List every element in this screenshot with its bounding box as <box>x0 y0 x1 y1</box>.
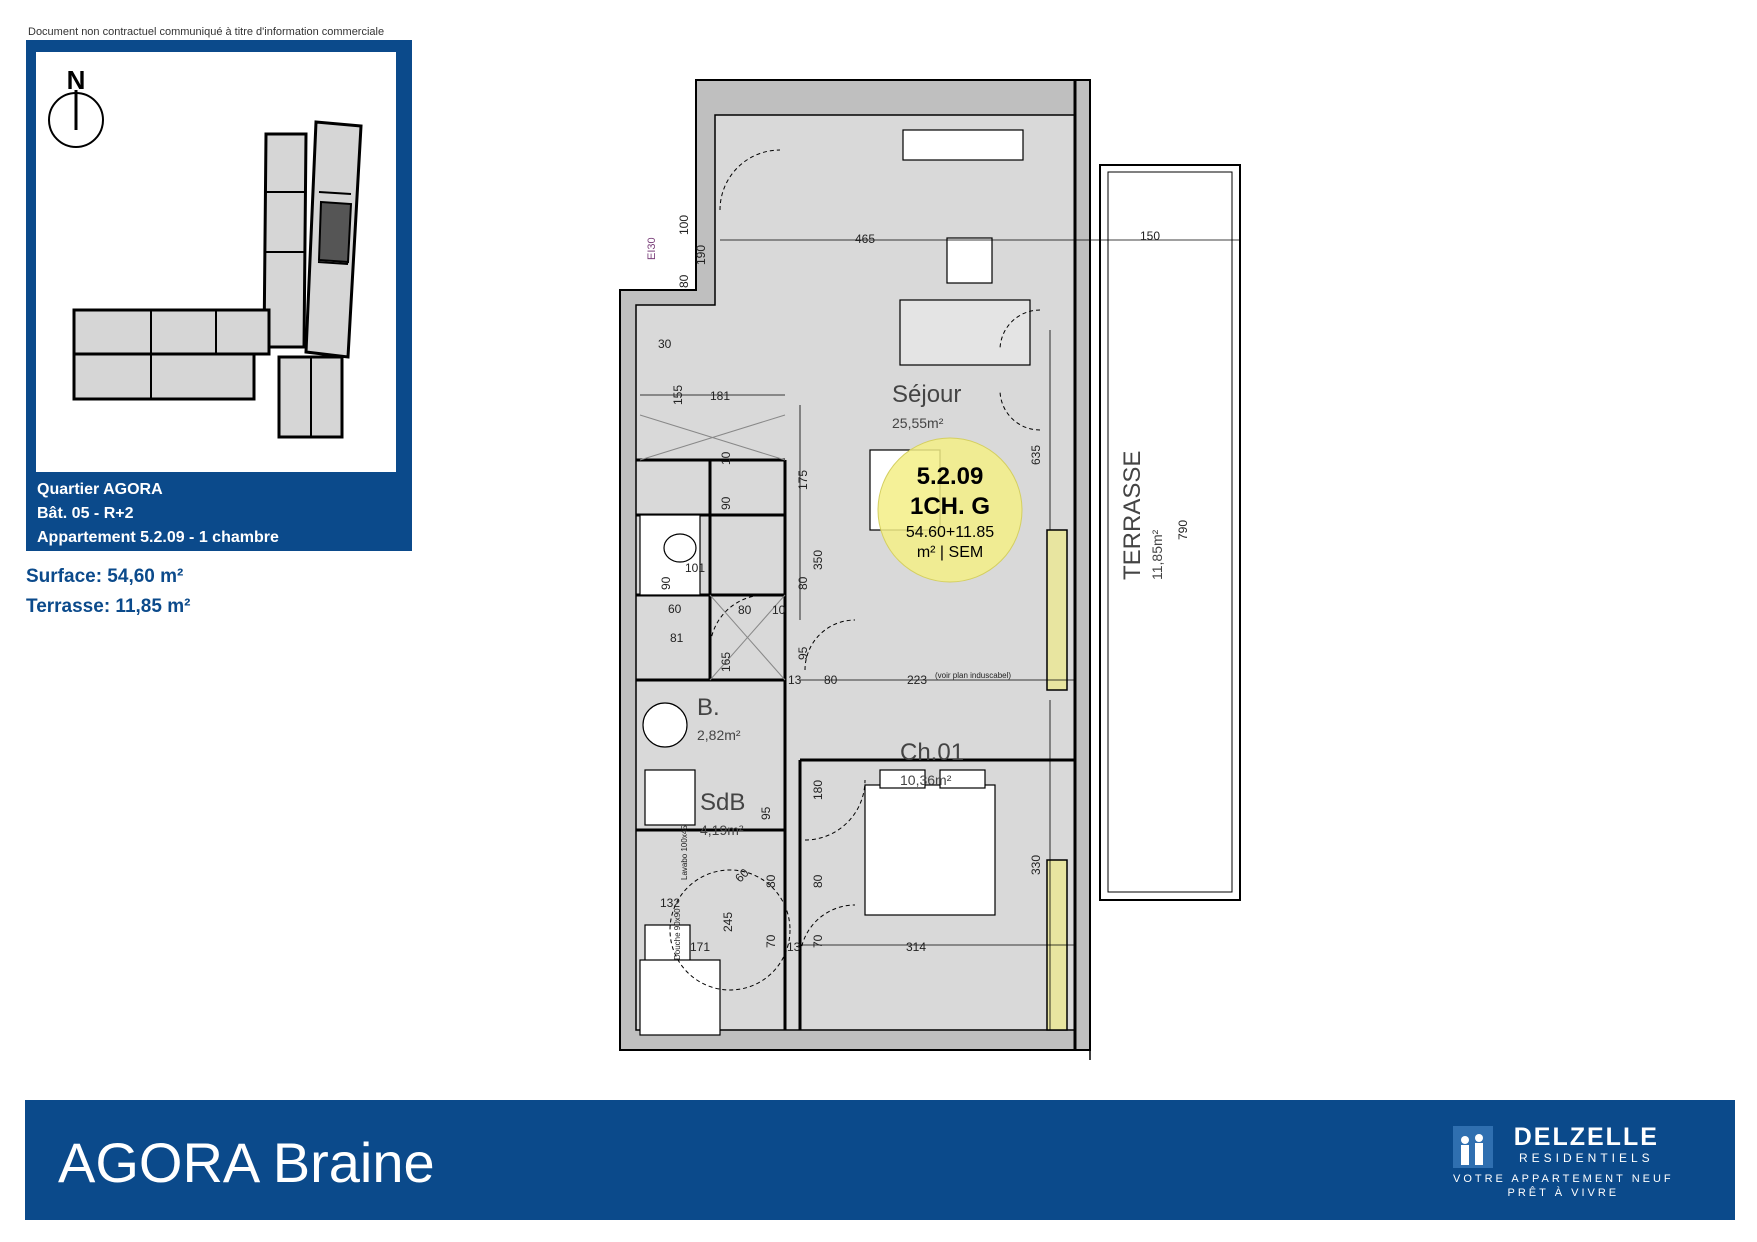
disclaimer-text: Document non contractuel communiqué à ti… <box>28 26 385 38</box>
douche-note: Douche 90x90 <box>673 908 682 960</box>
north-arrow-icon: N <box>48 65 104 148</box>
north-label: N <box>67 65 86 95</box>
dim-13: 13 <box>788 673 802 687</box>
dim-790: 790 <box>1176 520 1190 540</box>
dim-465: 465 <box>855 232 875 246</box>
footer-banner: AGORA Braine DELZELLE RESIDENTIELS VOTRE… <box>25 1100 1735 1220</box>
dim-80c: 80 <box>796 576 810 590</box>
key-plan-panel: N Quartier AGORA Bât. 05 <box>26 40 412 551</box>
dim-80f: 80 <box>811 874 825 888</box>
dim-80a: 80 <box>677 274 691 288</box>
key-plan-caption: Quartier AGORA Bât. 05 - R+2 Appartement… <box>37 478 279 550</box>
dim-314: 314 <box>906 940 926 954</box>
sejour-area: 25,55m² <box>892 415 944 431</box>
b-area: 2,82m² <box>697 727 741 743</box>
highlighted-unit <box>317 200 353 264</box>
dim-245: 245 <box>721 912 735 932</box>
sdb-area: 4,19m² <box>700 822 744 838</box>
dim-190: 190 <box>694 245 708 265</box>
dim-150: 150 <box>1140 229 1160 243</box>
terrasse-label: Terrasse: 11,85 m² <box>26 596 191 617</box>
terrace-area <box>1099 164 1241 901</box>
dim-30: 30 <box>658 337 672 351</box>
brand-name: DELZELLE <box>1513 1123 1659 1151</box>
dim-165: 165 <box>719 652 733 672</box>
dim-95a: 95 <box>796 646 810 660</box>
quartier-label: Quartier AGORA <box>37 481 163 498</box>
surface-label: Surface: 54,60 m² <box>26 566 184 587</box>
brand-tagline-1: VOTRE APPARTEMENT NEUF <box>1453 1173 1674 1185</box>
key-plan-map: N <box>36 52 396 472</box>
dim-100: 100 <box>677 215 691 235</box>
dim-171: 171 <box>690 940 710 954</box>
floor-plan: 465 150 30 181 101 60 80 10 81 13 80 223… <box>619 79 1241 1060</box>
dim-95b: 95 <box>759 806 773 820</box>
dim-90a: 90 <box>719 496 733 510</box>
terrasse-area: 11,85m² <box>1149 529 1165 580</box>
dim-10b: 10 <box>772 603 786 617</box>
dim-635: 635 <box>1029 445 1043 465</box>
dim-81: 81 <box>670 631 684 645</box>
key-plan-svg: N <box>48 65 363 439</box>
batiment-label: Bât. 05 - R+2 <box>37 505 134 522</box>
dim-175: 175 <box>796 470 810 490</box>
brand-subtitle: RESIDENTIELS <box>1518 1151 1654 1165</box>
sdb-name: SdB <box>700 789 745 816</box>
dim-155: 155 <box>671 385 685 405</box>
area-summary: Surface: 54,60 m² Terrasse: 11,85 m² <box>26 562 190 622</box>
brand-tagline-2: PRÊT À VIVRE <box>1507 1187 1620 1199</box>
furniture <box>639 129 1031 1036</box>
brand-logo: DELZELLE RESIDENTIELS VOTRE APPARTEMENT … <box>1453 1124 1674 1200</box>
appartement-label: Appartement 5.2.09 - 1 chambre <box>37 529 279 546</box>
terrasse-name: TERRASSE <box>1119 451 1146 580</box>
ei30-label: EI30 <box>646 237 658 260</box>
project-title: AGORA Braine <box>58 1131 435 1194</box>
voir-plan-note: (voir plan induscabel) <box>935 671 1011 680</box>
dim-132: 132 <box>660 896 680 910</box>
chambre-area: 10,36m² <box>900 772 952 788</box>
dim-80e: 80 <box>764 874 778 888</box>
badge-area-unit: m² | SEM <box>917 544 983 561</box>
badge-area: 54.60+11.85 <box>906 524 994 541</box>
dim-180: 180 <box>811 780 825 800</box>
dim-223: 223 <box>907 673 927 687</box>
dim-80b: 80 <box>738 603 752 617</box>
dim-13b: 13 <box>787 940 801 954</box>
lavabo-note: Lavabo 100x45 <box>680 825 689 880</box>
badge-unit-number: 5.2.09 <box>917 463 984 490</box>
dim-101: 101 <box>685 561 705 575</box>
sejour-name: Séjour <box>892 381 961 408</box>
dim-10a: 10 <box>719 451 733 465</box>
dim-90b: 90 <box>659 576 673 590</box>
chambre-name: Ch.01 <box>900 739 964 766</box>
badge-unit-type: 1CH. G <box>910 493 990 520</box>
dim-350: 350 <box>811 550 825 570</box>
dim-70a: 70 <box>764 934 778 948</box>
dim-330: 330 <box>1029 855 1043 875</box>
b-name: B. <box>697 694 720 721</box>
building-footprint <box>72 120 363 439</box>
family-logo-icon <box>1453 1126 1493 1168</box>
dim-60: 60 <box>668 602 682 616</box>
dim-80d: 80 <box>824 673 838 687</box>
dim-181: 181 <box>710 389 730 403</box>
unit-badge: 5.2.09 1CH. G 54.60+11.85 m² | SEM <box>877 437 1023 583</box>
dim-70b: 70 <box>811 934 825 948</box>
